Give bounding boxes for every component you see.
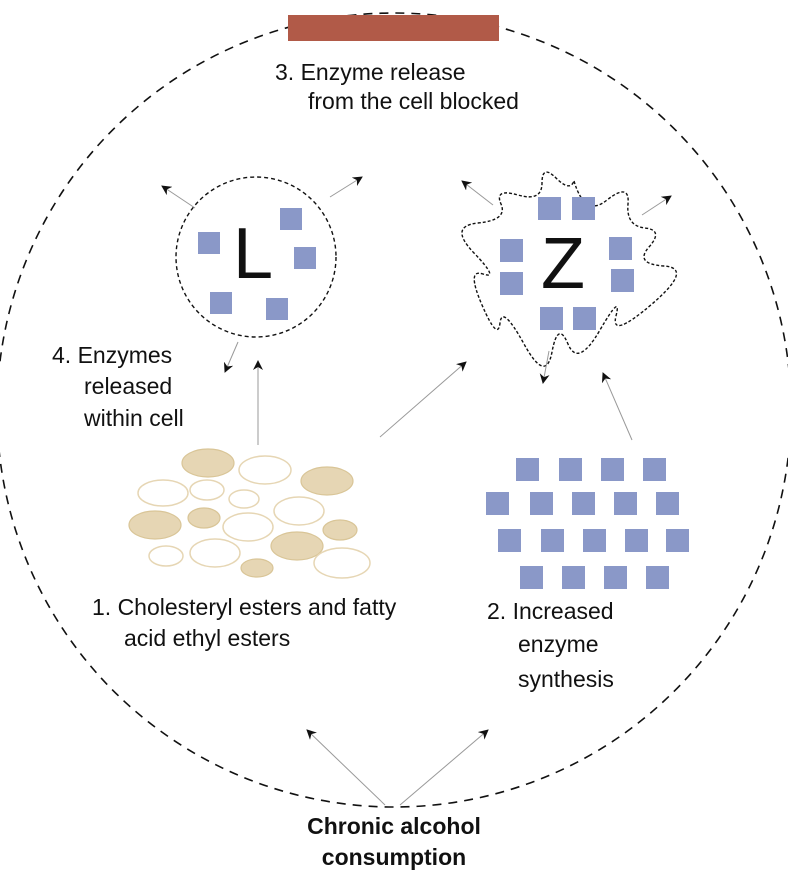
step3-label-line1: 3. Enzyme release — [275, 59, 466, 85]
cause-label-line2: consumption — [321, 844, 467, 870]
arrow — [306, 729, 386, 806]
enzyme-square — [572, 197, 595, 220]
arrow — [329, 176, 363, 198]
synthesized-enzymes — [486, 458, 689, 589]
enzyme-square — [609, 237, 632, 260]
arrow — [223, 341, 239, 373]
enzyme-square — [280, 208, 302, 230]
step4-label-line2: released — [84, 373, 173, 399]
zymogen-letter: Z — [541, 224, 585, 304]
lipid-droplets — [128, 448, 371, 579]
step3-label-line2: from the cell blocked — [308, 88, 519, 114]
enzyme-square — [573, 307, 596, 330]
enzyme-square — [500, 239, 523, 262]
lysosome-vesicle — [175, 176, 337, 338]
arrow — [379, 361, 467, 438]
step2-label-line3: synthesis — [518, 666, 614, 692]
step1-label-line2: acid ethyl esters — [124, 625, 291, 651]
arrow — [161, 185, 196, 209]
cause-label-line1: Chronic alcohol — [307, 813, 481, 839]
enzyme-square — [540, 307, 563, 330]
enzyme-square — [538, 197, 561, 220]
arrows — [161, 176, 672, 806]
step2-label-line2: enzyme — [518, 631, 599, 657]
step4-label-line1: 4. Enzymes — [52, 342, 173, 368]
arrow — [641, 195, 672, 216]
enzyme-square — [210, 292, 232, 314]
arrow — [539, 350, 550, 384]
enzyme-square — [611, 269, 634, 292]
arrow — [461, 180, 494, 206]
release-blocker-bar — [288, 15, 499, 41]
enzyme-square — [266, 298, 288, 320]
enzyme-square — [500, 272, 523, 295]
zymogen-vesicle — [461, 171, 678, 367]
lysosome-letter: L — [233, 214, 274, 294]
step4-label-line3: within cell — [84, 405, 184, 431]
enzyme-square — [198, 232, 220, 254]
step1-label-line1: 1. Cholesteryl esters and fatty — [92, 594, 397, 620]
arrow — [601, 372, 633, 441]
step2-label-line1: 2. Increased — [487, 598, 614, 624]
arrow — [399, 729, 489, 806]
enzyme-square — [294, 247, 316, 269]
